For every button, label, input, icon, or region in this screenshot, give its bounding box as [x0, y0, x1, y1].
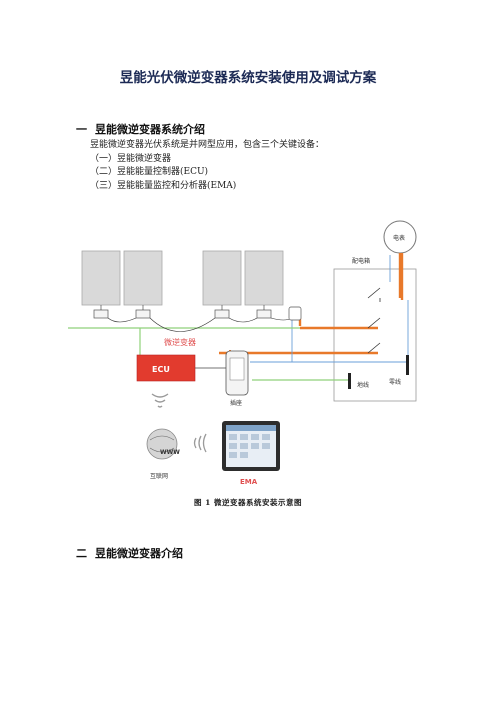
section-2-heading: 二昱能微逆变器介绍 — [76, 545, 183, 561]
blue-wire — [250, 255, 409, 363]
microinverter-3 — [214, 309, 230, 319]
microinverter-1 — [93, 309, 109, 319]
section-1-title: 昱能微逆变器系统介绍 — [95, 123, 205, 136]
device-item-3: （三）昱能能量监控和分析器(EMA) — [90, 180, 237, 191]
section-1-heading: 一昱能微逆变器系统介绍 — [76, 121, 205, 137]
section-1-intro: 昱能微逆变器光伏系统是并网型应用，包含三个关键设备： — [90, 140, 325, 150]
microinverter-label: 微逆变器 — [164, 337, 196, 347]
signal-waves-icon — [193, 433, 207, 453]
ema-label: EMA — [240, 478, 258, 486]
ecu-label: ECU — [152, 365, 170, 374]
ground-bar — [348, 373, 351, 389]
document-title: 昱能光伏微逆变器系统安装使用及调试方案 — [119, 70, 377, 86]
neutral-bar — [406, 355, 409, 375]
microinverters — [93, 309, 272, 319]
solar-panel-4 — [244, 250, 284, 306]
internet-globe-icon — [146, 428, 178, 460]
inverter-cables — [100, 305, 293, 332]
breaker-switches — [367, 287, 381, 354]
microinverter-2 — [135, 309, 151, 319]
ecu-device — [136, 354, 196, 382]
microinverter-4 — [256, 309, 272, 319]
device-item-1: （一）昱能微逆变器 — [90, 153, 172, 164]
internet-label: 互联网 — [150, 472, 168, 480]
section-2-title: 昱能微逆变器介绍 — [95, 547, 183, 560]
ema-tablet — [222, 421, 280, 471]
socket-label: 插座 — [230, 399, 242, 407]
distribution-box-label: 配电箱 — [352, 257, 370, 265]
neutral-label: 零线 — [389, 378, 401, 386]
section-1-body: 昱能微逆变器光伏系统是并网型应用，包含三个关键设备： （一）昱能微逆变器 （二）… — [90, 139, 324, 193]
solar-panels — [81, 250, 284, 306]
distribution-box — [333, 268, 417, 402]
www-label: WWW — [160, 449, 180, 456]
wifi-icon — [151, 393, 169, 408]
ground-label: 地线 — [357, 381, 369, 389]
figure-caption: 图 1 微逆变器系统安装示意图 — [194, 498, 302, 507]
solar-panel-2 — [123, 250, 163, 306]
section-2-number: 二 — [76, 547, 87, 560]
junction-box — [288, 306, 302, 321]
meter-label: 电表 — [393, 234, 405, 242]
device-item-2: （二）昱能能量控制器(ECU) — [90, 167, 209, 177]
section-1-number: 一 — [76, 123, 87, 136]
solar-panel-1 — [81, 250, 121, 306]
solar-panel-3 — [202, 250, 242, 306]
